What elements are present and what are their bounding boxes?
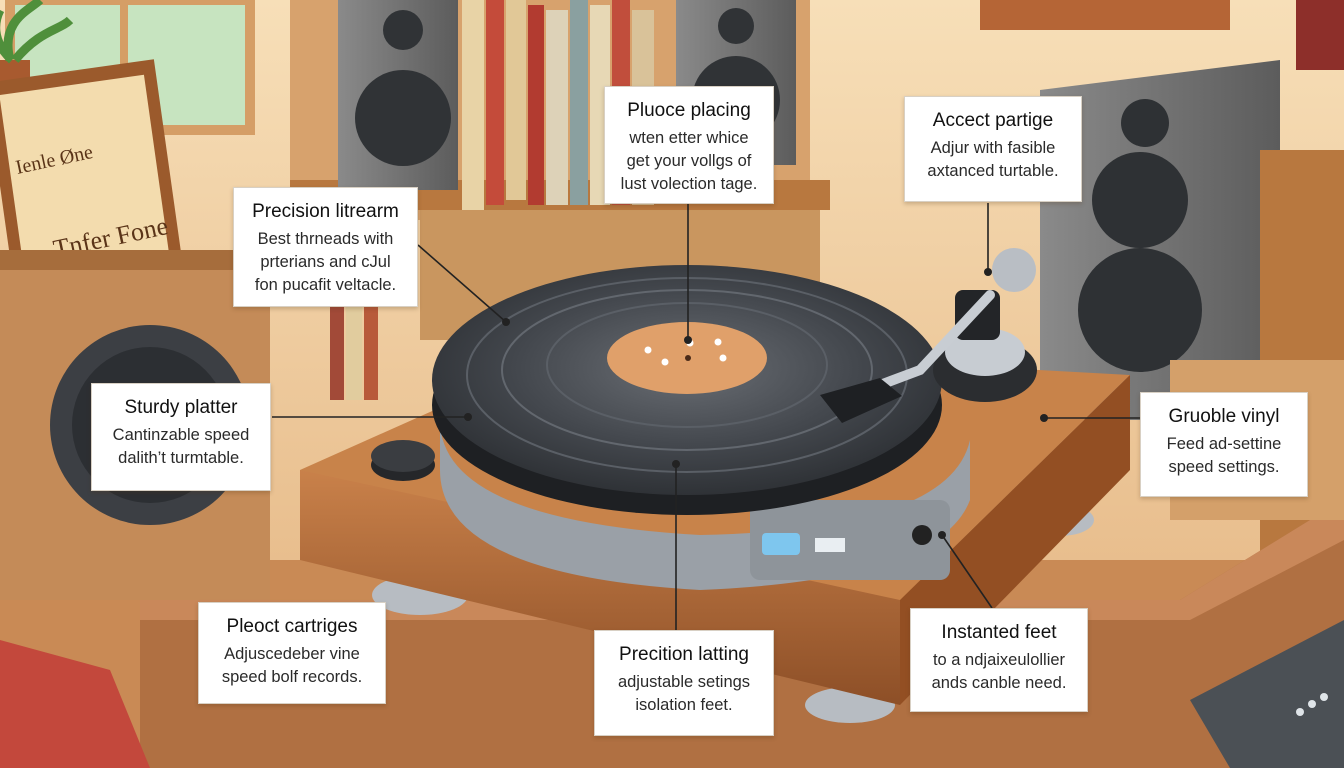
callout-precision-litrearm: Precision litrearm Best thrneads with pr… (233, 187, 418, 307)
amplifier-device (1190, 620, 1344, 768)
callout-line: speed bolf records. (221, 668, 363, 686)
callout-line: Adjur with fasible (930, 139, 1056, 157)
callout-line: isolation feet. (635, 696, 733, 714)
callout-title: Instanted feet (941, 622, 1057, 643)
callout-title: Gruoble vinyl (1168, 406, 1280, 427)
callout-gruoble-vinyl: Gruoble vinyl Feed ad-settine speed sett… (1140, 392, 1308, 497)
right-cabinet (1170, 150, 1344, 570)
callout-title: Pleoct cartriges (226, 616, 358, 637)
leader-dots (464, 268, 1048, 539)
callout-line: prterians and cJul (260, 253, 391, 271)
callout-line: wten etter whice (629, 129, 749, 147)
callout-line: Feed ad-settine (1166, 435, 1282, 453)
callout-plc-placing: Pluoce placing wten etter whice get your… (604, 86, 774, 204)
callout-title: Accect partige (932, 110, 1054, 131)
picture-frame (980, 0, 1344, 70)
vinyl-record (432, 265, 942, 515)
callout-title: Sturdy platter (124, 397, 238, 418)
callout-line: ands canble need. (931, 674, 1067, 692)
books (330, 0, 654, 400)
callout-title: Pluoce placing (627, 100, 751, 121)
callout-line: dalith’t turmtable. (118, 449, 244, 467)
leader-precision-litrearm (417, 244, 507, 323)
callout-line: adjustable setings (617, 673, 751, 691)
callout-line: get your vollgs of (626, 152, 752, 170)
callout-line: lust volection tage. (620, 175, 758, 193)
callout-line: Cantinzable speed (112, 426, 250, 444)
leader-instanted-feet (941, 534, 993, 609)
callout-precition-latting: Precition latting adjustable setings iso… (594, 630, 774, 736)
callout-line: Adjuscedeber vine (224, 645, 360, 663)
callout-title: Precision litrearm (252, 201, 399, 222)
callout-title: Precition latting (619, 644, 749, 665)
right-speaker (1040, 60, 1280, 420)
shelf-speaker-left (338, 0, 458, 190)
callout-instanted-feet: Instanted feet to a ndjaixeulollier ands… (910, 608, 1088, 712)
callout-accect-partige: Accect partige Adjur with fasible axtanc… (904, 96, 1082, 202)
callout-line: fon pucafit veltacle. (254, 276, 397, 294)
platter-base (440, 420, 970, 590)
callout-line: to a ndjaixeulollier (932, 651, 1066, 669)
tonearm (820, 248, 1037, 423)
callout-line: Best thrneads with (257, 230, 394, 248)
callout-pleoct-cartriges: Pleoct cartriges Adjuscedeber vine speed… (198, 602, 386, 704)
control-knob (371, 440, 435, 481)
leader-lines (272, 203, 1140, 630)
book-bottom-left (0, 640, 150, 768)
callout-line: speed settings. (1168, 458, 1280, 476)
callout-sturdy-platter: Sturdy platter Cantinzable speed dalith’… (91, 383, 271, 491)
callout-line: axtanced turtable. (927, 162, 1059, 180)
